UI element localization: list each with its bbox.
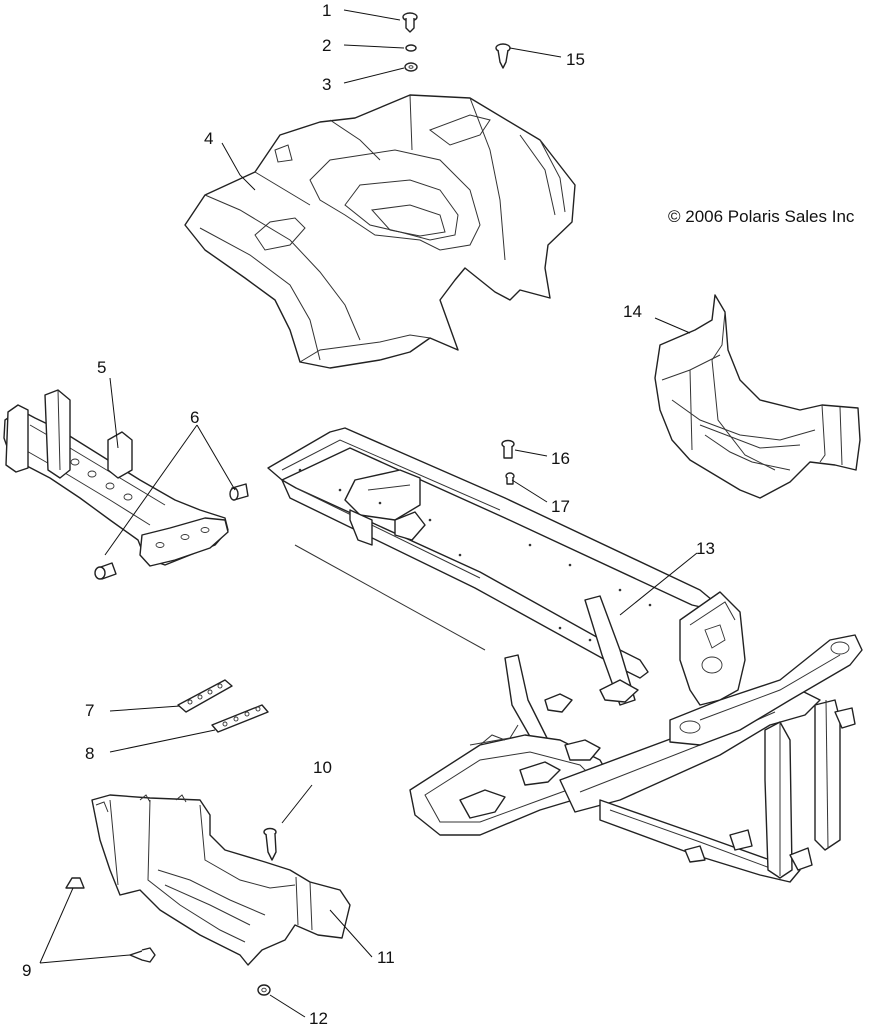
fastener-9b [129, 947, 156, 963]
callout-7: 7 [85, 701, 95, 720]
alignment-line [294, 544, 486, 651]
bolt-6b [94, 562, 117, 580]
main-frame-part [267, 427, 863, 883]
callout-4: 4 [204, 129, 214, 148]
nut-3 [404, 62, 418, 72]
callout-15: 15 [566, 50, 585, 69]
strip-7-part [177, 679, 233, 713]
callout-13: 13 [696, 539, 715, 558]
callout-1: 1 [322, 1, 332, 20]
callout-14: 14 [623, 302, 642, 321]
callout-5: 5 [97, 358, 107, 377]
fastener-16 [501, 439, 515, 459]
callout-9: 9 [22, 961, 32, 980]
fastener-9a [65, 877, 85, 889]
strip-8-part [211, 704, 269, 733]
callout-6: 6 [190, 408, 200, 427]
callout-17: 17 [551, 497, 570, 516]
callout-11: 11 [377, 948, 395, 967]
callout-2: 2 [322, 36, 332, 55]
footwell-left-part [91, 794, 351, 966]
washer-2 [405, 44, 417, 52]
fastener-17 [505, 472, 515, 485]
footwell-right-part [654, 294, 861, 499]
callout-12: 12 [309, 1009, 328, 1028]
callout-16: 16 [551, 449, 570, 468]
copyright-text: © 2006 Polaris Sales Inc [668, 207, 855, 226]
callout-8: 8 [85, 744, 95, 763]
fastener-10 [263, 827, 277, 861]
footrest-bracket-part [3, 389, 229, 567]
callout-3: 3 [322, 75, 332, 94]
fastener-15 [495, 43, 511, 69]
leader-lines [39, 9, 698, 1018]
fastener-1 [402, 12, 418, 33]
nut-12 [257, 984, 271, 996]
rear-fender-part [184, 94, 576, 369]
callout-10: 10 [313, 758, 332, 777]
